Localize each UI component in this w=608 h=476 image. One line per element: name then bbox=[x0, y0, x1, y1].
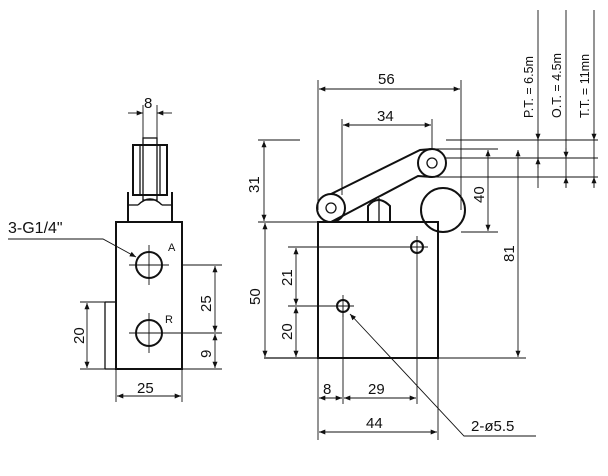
lever-roller bbox=[417, 148, 447, 178]
dim-front-29: 29 bbox=[368, 381, 385, 398]
pivot-roller bbox=[316, 193, 346, 223]
pt-label: P.T. = 6.5m bbox=[522, 56, 536, 118]
dim-front-31: 31 bbox=[246, 176, 263, 193]
dim-side-9: 9 bbox=[198, 350, 215, 358]
front-view: 56 34 31 50 21 20 40 81 bbox=[246, 71, 536, 440]
port-a-label: A bbox=[168, 242, 176, 254]
dim-front-81: 81 bbox=[501, 245, 518, 262]
dim-side-bottom-25: 25 bbox=[137, 380, 154, 397]
side-body bbox=[115, 221, 183, 370]
dim-front-34: 34 bbox=[377, 108, 394, 125]
dim-front-44: 44 bbox=[366, 415, 383, 432]
dim-front-50: 50 bbox=[247, 288, 264, 305]
travel-specs: P.T. = 6.5m O.T. = 4.5m T.T. = 11mn bbox=[432, 10, 598, 188]
dim-front-56: 56 bbox=[378, 71, 395, 88]
port-thread-label: 3-G1/4" bbox=[8, 220, 63, 237]
dim-side-8: 8 bbox=[144, 95, 152, 112]
dim-front-21: 21 bbox=[279, 269, 296, 286]
front-body bbox=[317, 221, 439, 359]
side-roller-housing bbox=[132, 144, 168, 196]
dim-side-20: 20 bbox=[71, 327, 88, 344]
dim-side-25: 25 bbox=[198, 295, 215, 312]
side-roller bbox=[142, 137, 158, 201]
port-r-label: R bbox=[165, 314, 173, 326]
dim-front-40: 40 bbox=[471, 186, 488, 203]
cam-disc bbox=[420, 187, 466, 233]
ot-label: O.T. = 4.5m bbox=[550, 53, 564, 118]
dim-front-20: 20 bbox=[279, 323, 296, 340]
hole-callout: 2-ø5.5 bbox=[471, 418, 514, 435]
dim-front-8: 8 bbox=[323, 381, 331, 398]
side-view: A R 8 3-G1/4" 25 9 20 25 bbox=[8, 95, 222, 402]
tt-label: T.T. = 11mn bbox=[578, 54, 592, 118]
